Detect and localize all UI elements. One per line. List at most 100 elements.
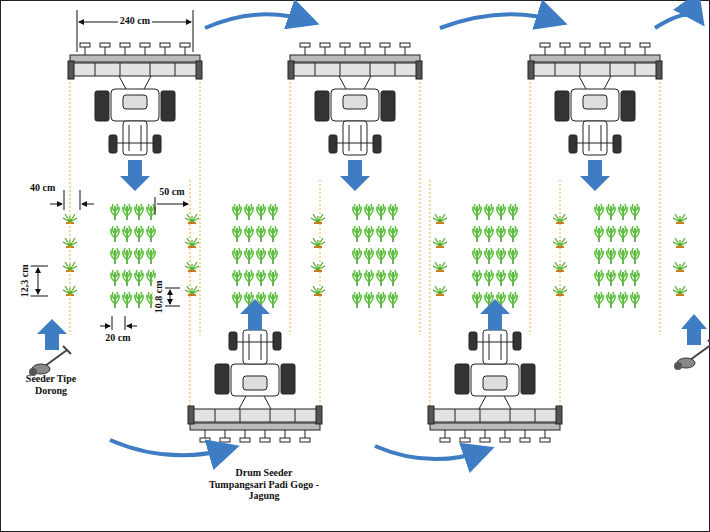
corn-plant xyxy=(245,226,253,242)
tool-label: Seeder Tipe Dorong xyxy=(10,373,92,396)
corn-plant xyxy=(631,270,639,286)
corn-plant xyxy=(123,292,131,308)
corn-plant xyxy=(473,292,481,308)
corn-plant xyxy=(595,270,603,286)
corn-plant xyxy=(269,292,277,308)
corn-plant xyxy=(135,226,143,242)
corn-plant xyxy=(257,248,265,264)
corn-plant xyxy=(485,226,493,242)
corn-plant xyxy=(377,204,385,220)
corn-plant xyxy=(595,292,603,308)
corn-plant xyxy=(135,270,143,286)
rice-plant xyxy=(311,262,325,271)
corn-plant xyxy=(353,248,361,264)
corn-plant xyxy=(631,248,639,264)
corn-plant xyxy=(595,226,603,242)
corn-plant xyxy=(353,226,361,242)
rice-plant xyxy=(673,238,687,247)
corn-plant xyxy=(485,204,493,220)
rice-plant xyxy=(673,214,687,223)
rice-plant xyxy=(433,262,447,271)
corn-plant xyxy=(509,248,517,264)
corn-plant xyxy=(473,248,481,264)
corn-plant xyxy=(619,204,627,220)
corn-plant xyxy=(269,204,277,220)
corn-plant xyxy=(365,226,373,242)
corn-plant xyxy=(607,248,615,264)
corn-plant xyxy=(619,248,627,264)
corn-plant xyxy=(473,226,481,242)
rice-plant xyxy=(673,262,687,271)
corn-plant xyxy=(135,248,143,264)
corn-plant xyxy=(595,248,603,264)
corn-plant xyxy=(269,226,277,242)
corn-plant xyxy=(233,204,241,220)
corn-plant xyxy=(389,270,397,286)
corn-plant xyxy=(123,226,131,242)
rice-plant xyxy=(673,286,687,295)
corn-plant xyxy=(269,248,277,264)
rice-plant xyxy=(185,286,199,295)
dimension-label: 20 cm xyxy=(103,332,132,344)
corn-plant xyxy=(619,292,627,308)
corn-plant xyxy=(509,292,517,308)
corn-plant xyxy=(353,270,361,286)
corn-plant xyxy=(473,204,481,220)
rice-plant xyxy=(311,286,325,295)
corn-plant xyxy=(147,248,155,264)
corn-plant xyxy=(389,226,397,242)
corn-plant xyxy=(365,292,373,308)
corn-plant xyxy=(389,248,397,264)
corn-plant xyxy=(353,204,361,220)
corn-plant xyxy=(377,226,385,242)
corn-plant xyxy=(509,226,517,242)
corn-plant xyxy=(111,292,119,308)
rice-plant xyxy=(433,214,447,223)
corn-plant xyxy=(631,204,639,220)
corn-plant xyxy=(607,226,615,242)
dimension-label: 240 cm xyxy=(118,15,152,27)
dimension-label: 40 cm xyxy=(28,182,57,194)
rice-plant xyxy=(185,214,199,223)
corn-plant xyxy=(257,204,265,220)
corn-plant xyxy=(147,226,155,242)
corn-plant xyxy=(123,204,131,220)
corn-plant xyxy=(509,204,517,220)
corn-plant xyxy=(607,292,615,308)
corn-plant xyxy=(377,292,385,308)
corn-plant xyxy=(111,248,119,264)
dimension-label: 10,8 cm xyxy=(152,279,164,316)
corn-plant xyxy=(135,292,143,308)
corn-plant xyxy=(619,226,627,242)
corn-plant xyxy=(245,204,253,220)
corn-plant xyxy=(135,204,143,220)
corn-plant xyxy=(631,292,639,308)
corn-plant xyxy=(233,292,241,308)
corn-plant xyxy=(111,226,119,242)
corn-plant xyxy=(111,270,119,286)
corn-plant xyxy=(485,270,493,286)
corn-plant xyxy=(485,248,493,264)
corn-plant xyxy=(473,270,481,286)
rice-plant xyxy=(185,238,199,247)
corn-plant xyxy=(389,204,397,220)
corn-plant xyxy=(497,248,505,264)
corn-plant xyxy=(147,204,155,220)
corn-plant xyxy=(365,270,373,286)
corn-plant xyxy=(509,270,517,286)
corn-plant xyxy=(257,226,265,242)
corn-plant xyxy=(619,270,627,286)
corn-plant xyxy=(245,248,253,264)
corn-plant xyxy=(497,226,505,242)
dimension-label: 50 cm xyxy=(157,186,186,198)
corn-plant xyxy=(123,270,131,286)
corn-plant xyxy=(377,248,385,264)
corn-plant xyxy=(497,204,505,220)
rice-plant xyxy=(311,238,325,247)
corn-plant xyxy=(595,204,603,220)
corn-plant xyxy=(353,292,361,308)
corn-plant xyxy=(111,204,119,220)
corn-plant xyxy=(233,248,241,264)
